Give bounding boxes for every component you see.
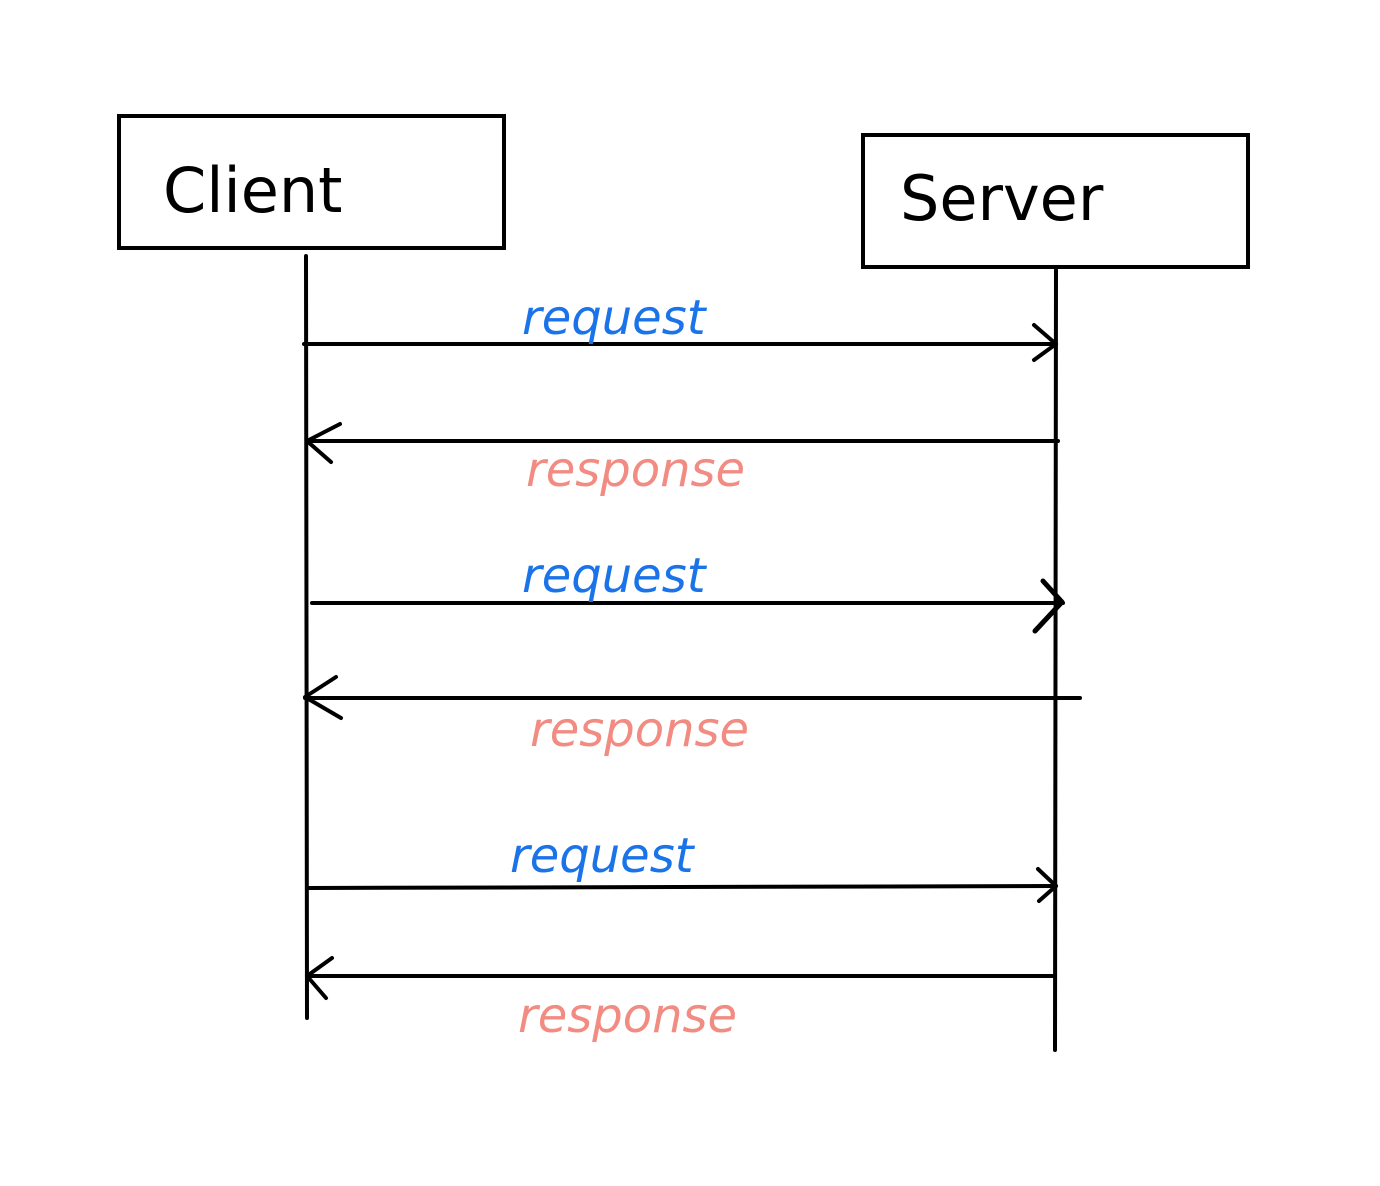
arrowhead-left-icon [303,675,343,720]
message-response-2: response [303,675,1082,758]
arrowhead-right-icon [1032,578,1065,634]
client-box [117,114,506,250]
message-response-3: response [305,956,1057,1044]
request-arrow-line [307,884,1058,890]
client-label: Client [163,154,343,227]
server-box [861,133,1250,269]
client-lifeline [304,254,309,1020]
response-label: response [530,702,749,758]
request-label: request [522,290,708,346]
arrowhead-left-icon [305,956,334,1000]
response-label: response [518,988,737,1044]
server-lifeline [1053,268,1058,1052]
response-label: response [526,442,745,498]
client-participant: Client [117,114,506,250]
message-request-3: request [307,828,1058,903]
server-label: Server [900,162,1104,235]
message-request-2: request [310,548,1065,634]
arrowhead-left-icon [305,422,342,464]
arrowhead-right-icon [1032,323,1058,362]
server-participant: Server [861,133,1250,269]
request-label: request [522,548,708,604]
message-response-1: response [305,422,1060,498]
arrowhead-right-icon [1036,867,1058,903]
message-request-1: request [302,290,1058,362]
request-label: request [510,828,696,884]
